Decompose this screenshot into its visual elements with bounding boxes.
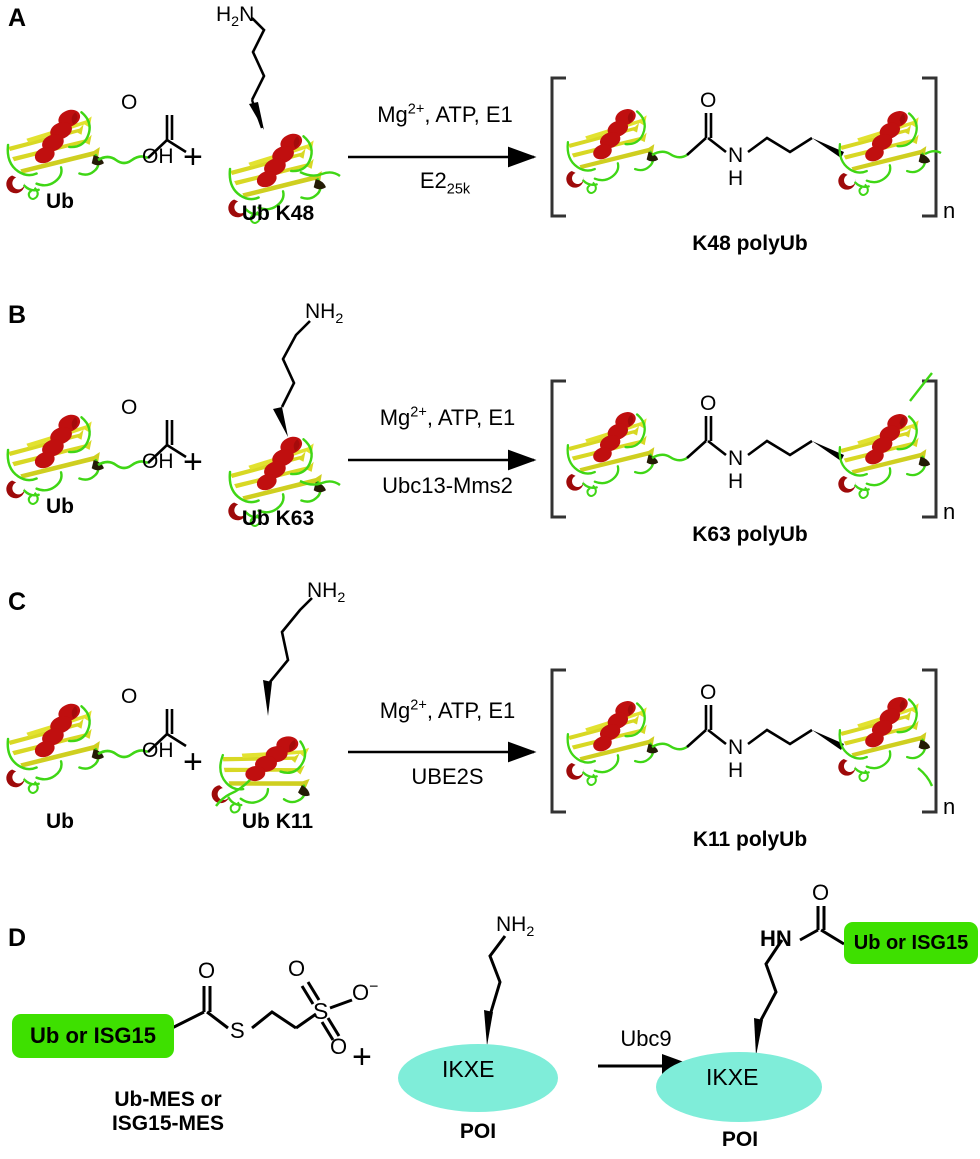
plus-sign-b: + bbox=[183, 443, 203, 481]
amide-n-a: N bbox=[728, 144, 744, 167]
amide-h-c: H bbox=[728, 759, 744, 782]
reagent-above-b: Mg2+, ATP, E1 bbox=[379, 404, 516, 430]
sulfonate-o-minus-d: O− bbox=[352, 978, 379, 1005]
reactant-label-ubk11: Ub K11 bbox=[241, 810, 314, 833]
panel-c: C bbox=[0, 580, 980, 880]
cooh-hydroxyl-b: OH bbox=[142, 450, 174, 473]
thioester-carbonyl-o-d: O bbox=[198, 958, 216, 983]
panel-b-label: B bbox=[8, 301, 27, 329]
reactant-label-ub-b: Ub bbox=[46, 495, 74, 518]
product-label-a: K48 polyUb bbox=[692, 232, 808, 255]
poi-motif-reactant: IKXE bbox=[442, 1056, 495, 1082]
panel-d: D bbox=[0, 882, 980, 1159]
product-label-c: K11 polyUb bbox=[692, 828, 808, 851]
product-tag-ub-or-isg15: Ub or ISG15 bbox=[844, 922, 978, 964]
reactant-label-ubk48: Ub K48 bbox=[241, 202, 315, 225]
cooh-carbonyl-o-b: O bbox=[121, 396, 138, 419]
cooh-hydroxyl-a: OH bbox=[142, 145, 174, 168]
reactant-label-ub-a: Ub bbox=[46, 190, 74, 213]
repeat-n-a: n bbox=[943, 198, 956, 223]
sulfonyl-s-d: S bbox=[313, 998, 329, 1024]
panel-a-label: A bbox=[8, 4, 27, 32]
amide-h-a: H bbox=[728, 167, 744, 190]
reagent-below-b: Ubc13-Mms2 bbox=[382, 473, 513, 498]
panel-c-label: C bbox=[8, 588, 27, 616]
plus-sign-c: + bbox=[183, 743, 203, 781]
repeat-n-c: n bbox=[943, 794, 956, 819]
cooh-hydroxyl-c: OH bbox=[142, 739, 174, 762]
product-label-b: K63 polyUb bbox=[692, 523, 808, 546]
sulfonyl-o-top-d: O bbox=[288, 956, 306, 981]
repeat-n-b: n bbox=[943, 499, 956, 524]
amide-hn-d: HN bbox=[760, 926, 792, 951]
panel-d-label: D bbox=[8, 924, 27, 952]
sulfonyl-o-bottom-d: O bbox=[330, 1034, 348, 1059]
reactant-label-ub-c: Ub bbox=[46, 810, 74, 833]
poi-motif-product: IKXE bbox=[706, 1064, 759, 1090]
thioester-sulfur-d: S bbox=[230, 1018, 245, 1043]
amine-label-c: NH2 bbox=[307, 579, 346, 607]
reactant-label-ub-mes: Ub-MES or ISG15-MES bbox=[111, 1088, 225, 1135]
reagent-below-a: E225k bbox=[419, 168, 471, 198]
amine-label-a: H2N bbox=[216, 3, 255, 31]
amine-label-b: NH2 bbox=[305, 300, 344, 328]
amide-carbonyl-o-c: O bbox=[700, 681, 717, 704]
amide-carbonyl-o-d: O bbox=[812, 880, 830, 905]
cooh-carbonyl-o-c: O bbox=[121, 685, 138, 708]
amine-label-d: NH2 bbox=[496, 913, 535, 941]
amide-h-b: H bbox=[728, 470, 744, 493]
reactant-label-poi: POI bbox=[459, 1120, 497, 1143]
panel-b: B bbox=[0, 295, 980, 585]
product-label-d: POI bbox=[721, 1128, 759, 1151]
reagent-above-c: Mg2+, ATP, E1 bbox=[379, 697, 516, 723]
plus-sign-a: + bbox=[183, 138, 203, 176]
plus-sign-d: + bbox=[352, 1038, 372, 1076]
poi-ellipse-product bbox=[656, 1052, 822, 1122]
cooh-carbonyl-o-a: O bbox=[121, 91, 138, 114]
panel-a: A bbox=[0, 0, 980, 290]
amide-n-b: N bbox=[728, 447, 744, 470]
amide-n-c: N bbox=[728, 736, 744, 759]
reactant-label-ubk63: Ub K63 bbox=[241, 507, 315, 530]
reagent-above-a: Mg2+, ATP, E1 bbox=[377, 101, 513, 127]
reagent-below-c: UBE2S bbox=[411, 764, 484, 789]
reagent-above-d: Ubc9 bbox=[620, 1026, 672, 1051]
amide-carbonyl-o-b: O bbox=[700, 392, 717, 415]
reactant-tag-ub-or-isg15: Ub or ISG15 bbox=[12, 1014, 174, 1058]
poi-ellipse-reactant bbox=[398, 1044, 558, 1112]
amide-carbonyl-o-a: O bbox=[700, 89, 717, 112]
